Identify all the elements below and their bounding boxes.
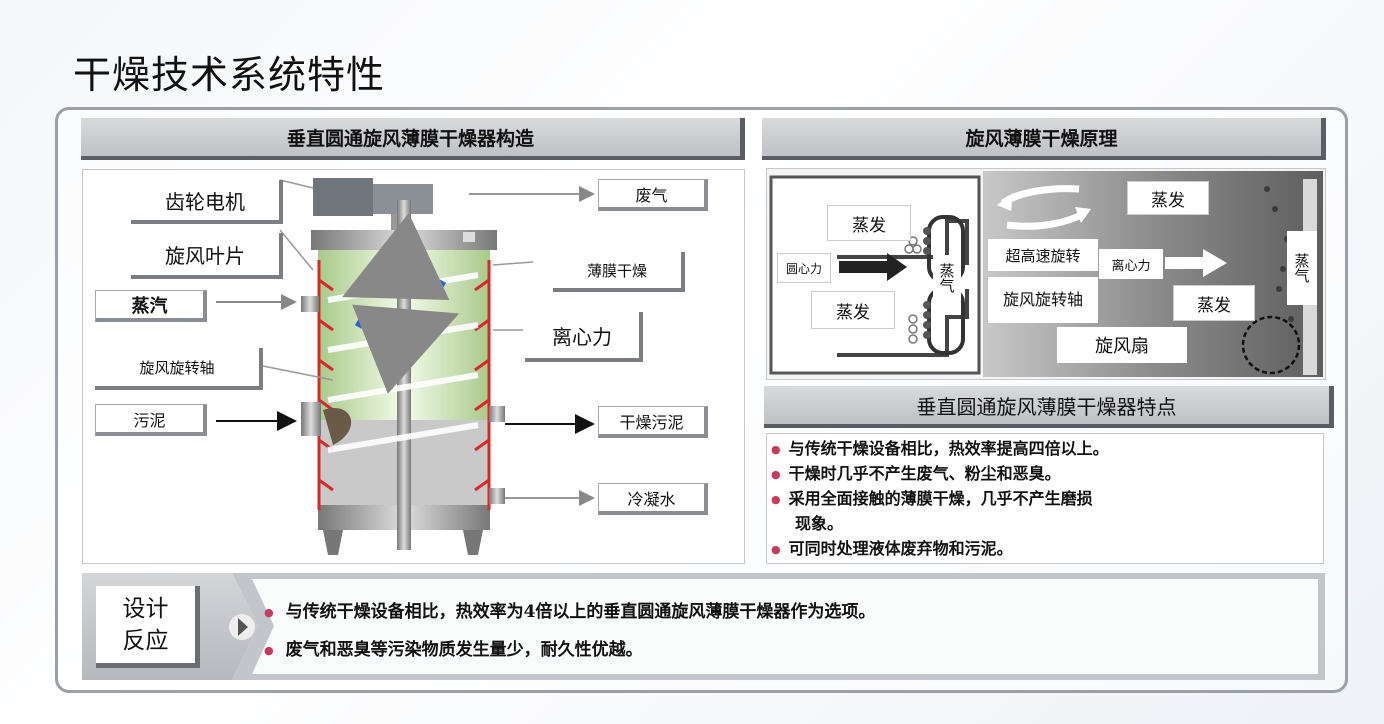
design-item-1: ●与传统干燥设备相比，热效率为4倍以上的垂直圆通旋风薄膜干燥器作为选项。 (264, 602, 876, 622)
label-condensate: 冷凝水 (598, 483, 708, 515)
principle-illustration (769, 171, 1323, 377)
label-vapor-2: 蒸气 (1287, 231, 1317, 305)
label-cyclone-shaft: 旋风旋转轴 (95, 348, 263, 390)
feature-item-3-cont: 现象。 (795, 514, 844, 533)
feature-item-2: ●干燥时几乎不产生废气、粉尘和恶臭。 (771, 464, 1061, 483)
label-evap-3: 蒸发 (1127, 181, 1209, 215)
label-centrifugal: 离心力 (525, 312, 643, 362)
label-sludge: 污泥 (95, 404, 207, 436)
label-centrifugal-r: 离心力 (1099, 249, 1163, 279)
label-high-speed: 超高速旋转 (988, 239, 1098, 271)
gear-motor-body (313, 178, 373, 216)
design-section: 设计 反应 ●与传统干燥设备相比，热效率为4倍以上的垂直圆通旋风薄膜干燥器作为选… (82, 573, 1325, 680)
feature-item-4: ●可同时处理液体废弃物和污泥。 (771, 539, 1013, 558)
page-title: 干燥技术系统特性 (73, 53, 386, 97)
structure-header: 垂直圆通旋风薄膜干燥器构造 (81, 118, 745, 160)
label-cyclone-blade: 旋风叶片 (131, 233, 283, 279)
dryer-illustration (216, 178, 595, 555)
label-fan: 旋风扇 (1057, 327, 1187, 363)
label-shaft: 旋风旋转轴 (988, 277, 1098, 323)
label-dried-sludge: 干燥污泥 (598, 406, 708, 438)
design-background (82, 573, 1325, 680)
label-evap-1: 蒸发 (827, 205, 911, 241)
design-item-2: ●废气和恶臭等污染物质发生量少，耐久性优越。 (264, 640, 643, 660)
features-header: 垂直圆通旋风薄膜干燥器特点 (764, 386, 1334, 428)
label-steam: 蒸汽 (95, 290, 207, 322)
label-centripetal: 圆心力 (777, 253, 831, 283)
structure-diagram: 齿轮电机 旋风叶片 蒸汽 旋风旋转轴 污泥 废气 薄膜干燥 离心力 干燥污泥 冷… (82, 169, 745, 564)
label-exhaust: 废气 (598, 179, 708, 211)
features-panel: ●与传统干燥设备相比，热效率提高四倍以上。 ●干燥时几乎不产生废气、粉尘和恶臭。… (766, 433, 1324, 564)
principle-header: 旋风薄膜干燥原理 (762, 118, 1326, 160)
feature-item-1: ●与传统干燥设备相比，热效率提高四倍以上。 (771, 439, 1109, 458)
principle-diagram: 蒸发 圆心力 蒸气 蒸发 超高速旋转 离心力 旋风旋转轴 蒸发 蒸发 蒸气 旋风… (766, 168, 1326, 380)
label-evap-2: 蒸发 (811, 291, 895, 329)
feature-item-3: ●采用全面接触的薄膜干燥，几乎不产生磨损 (771, 489, 1093, 508)
design-label: 设计 反应 (96, 586, 200, 668)
design-label-line1: 设计 (122, 595, 169, 622)
label-gear-motor: 齿轮电机 (131, 180, 283, 224)
label-vapor-1: 蒸气 (933, 255, 961, 301)
label-film-drying: 薄膜干燥 (553, 252, 685, 292)
label-evap-4: 蒸发 (1173, 285, 1255, 321)
rotating-shaft (397, 200, 411, 550)
design-label-line2: 反应 (122, 627, 169, 654)
